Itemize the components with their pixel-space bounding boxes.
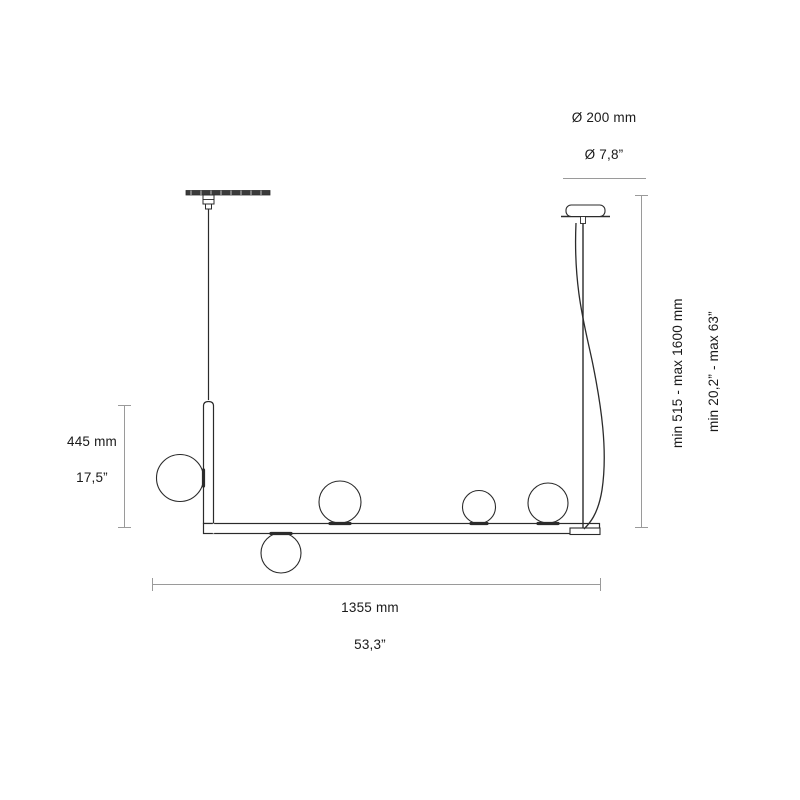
right-ceiling-canopy: [561, 204, 610, 224]
drop-in-label: min 20,2” - max 63”: [706, 311, 721, 432]
height-dimension-tick-bottom: [118, 527, 131, 528]
height-dimension-tick-top: [118, 405, 131, 406]
height-mm-label: 445 mm: [67, 434, 117, 449]
height-in-label: 17,5”: [76, 470, 108, 485]
diameter-in-label: Ø 7,8”: [584, 147, 624, 162]
globe-below-bar: [260, 531, 302, 574]
globe-left-arm: [155, 453, 206, 503]
drop-dimension-line: [641, 195, 642, 528]
width-dimension-tick-right: [600, 578, 601, 591]
drop-dimension-tick-top: [635, 195, 648, 196]
globe-top-bar-3: [527, 482, 569, 526]
left-ceiling-plate: [185, 190, 271, 210]
width-in-label: 53,3”: [354, 637, 386, 652]
bar-right-endcap: [569, 527, 601, 536]
width-mm-label: 1355 mm: [341, 600, 399, 615]
drop-dimension-tick-bottom: [635, 527, 648, 528]
globe-top-bar-2: [461, 489, 497, 526]
width-dimension-line: [152, 584, 600, 585]
power-cable: [574, 222, 605, 530]
height-dimension-line: [124, 405, 125, 528]
globe-top-bar-1: [318, 480, 362, 526]
width-dimension-tick-left: [152, 578, 153, 591]
drop-mm-label: min 515 - max 1600 mm: [670, 298, 685, 448]
diameter-dimension-line: [563, 178, 646, 179]
diameter-mm-label: Ø 200 mm: [571, 110, 637, 125]
